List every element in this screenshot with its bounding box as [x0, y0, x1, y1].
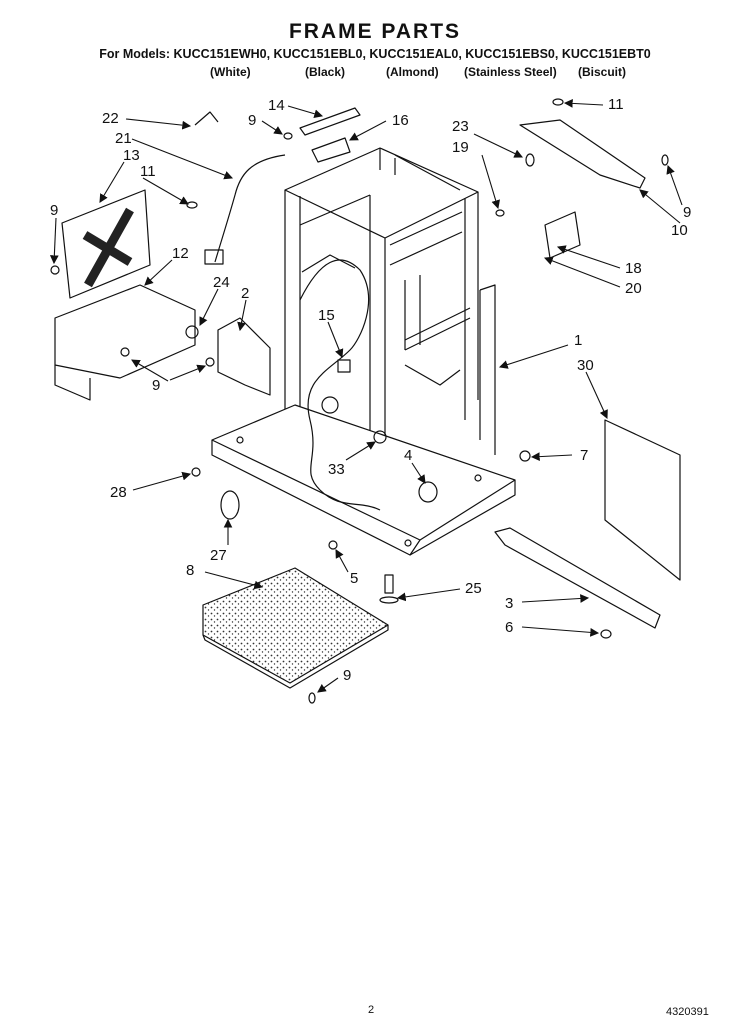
callout-11: 11 — [608, 96, 624, 113]
callout-33: 33 — [328, 461, 345, 478]
document-code: 4320391 — [666, 1006, 709, 1018]
rail-part-3 — [494, 527, 661, 629]
models-line: For Models: KUCC151EWH0, KUCC151EBL0, KU… — [99, 47, 651, 61]
base-pan — [211, 396, 516, 556]
leveling-leg-foot — [379, 596, 399, 604]
shield-12-flange — [54, 365, 91, 401]
part-2 — [217, 317, 271, 396]
callout-16: 16 — [392, 112, 409, 129]
connector-part-15 — [337, 359, 351, 373]
callouts: 22 21 14 9 16 11 23 19 13 11 9 9 10 12 2… — [50, 96, 691, 684]
power-cord-part-21 — [214, 154, 286, 263]
callout-27: 27 — [210, 547, 227, 564]
leader-lines — [49, 99, 683, 693]
callout-8: 8 — [186, 562, 194, 579]
callout-19: 19 — [452, 139, 469, 156]
line-art — [50, 98, 681, 704]
bracket-part-10 — [519, 119, 646, 189]
callout-28: 28 — [110, 484, 127, 501]
callout-30: 30 — [577, 357, 594, 374]
shield-part-12 — [54, 284, 196, 379]
foam-tray-part-8 — [202, 567, 389, 684]
callout-24: 24 — [213, 274, 230, 291]
caster-part-27 — [220, 490, 240, 520]
callout-5: 5 — [350, 570, 358, 587]
color-biscuit: (Biscuit) — [578, 65, 626, 79]
page-title: FRAME PARTS — [288, 20, 462, 43]
panel-13-cross — [82, 207, 134, 288]
color-white: (White) — [210, 65, 251, 79]
color-black: (Black) — [305, 65, 346, 79]
cabinet-frame — [284, 147, 496, 470]
part-14 — [299, 107, 361, 136]
callout-9: 9 — [343, 667, 351, 684]
screws — [50, 98, 669, 704]
color-stainless-steel: (Stainless Steel) — [464, 65, 557, 79]
callout-22: 22 — [102, 110, 119, 127]
callout-9: 9 — [248, 112, 256, 129]
callout-10: 10 — [671, 222, 688, 239]
callout-11: 11 — [140, 163, 156, 180]
washer-part-24 — [185, 325, 199, 339]
callout-6: 6 — [505, 619, 513, 636]
callout-20: 20 — [625, 280, 642, 297]
page-number: 2 — [368, 1004, 375, 1016]
part-16 — [311, 137, 351, 163]
callout-12: 12 — [172, 245, 189, 262]
cord-plug — [204, 249, 224, 265]
wire-harness — [299, 259, 381, 511]
callout-15: 15 — [318, 307, 335, 324]
leveling-leg-part-25 — [384, 574, 394, 594]
part-22 — [194, 111, 219, 126]
callout-7: 7 — [580, 447, 588, 464]
part-4 — [418, 481, 438, 503]
grommet-part-33 — [373, 430, 387, 444]
callout-14: 14 — [268, 97, 285, 114]
panel-part-30 — [604, 419, 681, 581]
callout-1: 1 — [574, 332, 582, 349]
callout-13: 13 — [123, 147, 140, 164]
callout-18: 18 — [625, 260, 642, 277]
callout-4: 4 — [404, 447, 412, 464]
callout-9: 9 — [683, 204, 691, 221]
callout-25: 25 — [465, 580, 482, 597]
color-almond: (Almond) — [386, 65, 439, 79]
callout-9: 9 — [152, 377, 160, 394]
callout-3: 3 — [505, 595, 513, 612]
part-18 — [544, 211, 581, 259]
callout-21: 21 — [115, 130, 132, 147]
callout-2: 2 — [241, 285, 249, 302]
callout-9: 9 — [50, 202, 58, 219]
callout-23: 23 — [452, 118, 469, 135]
